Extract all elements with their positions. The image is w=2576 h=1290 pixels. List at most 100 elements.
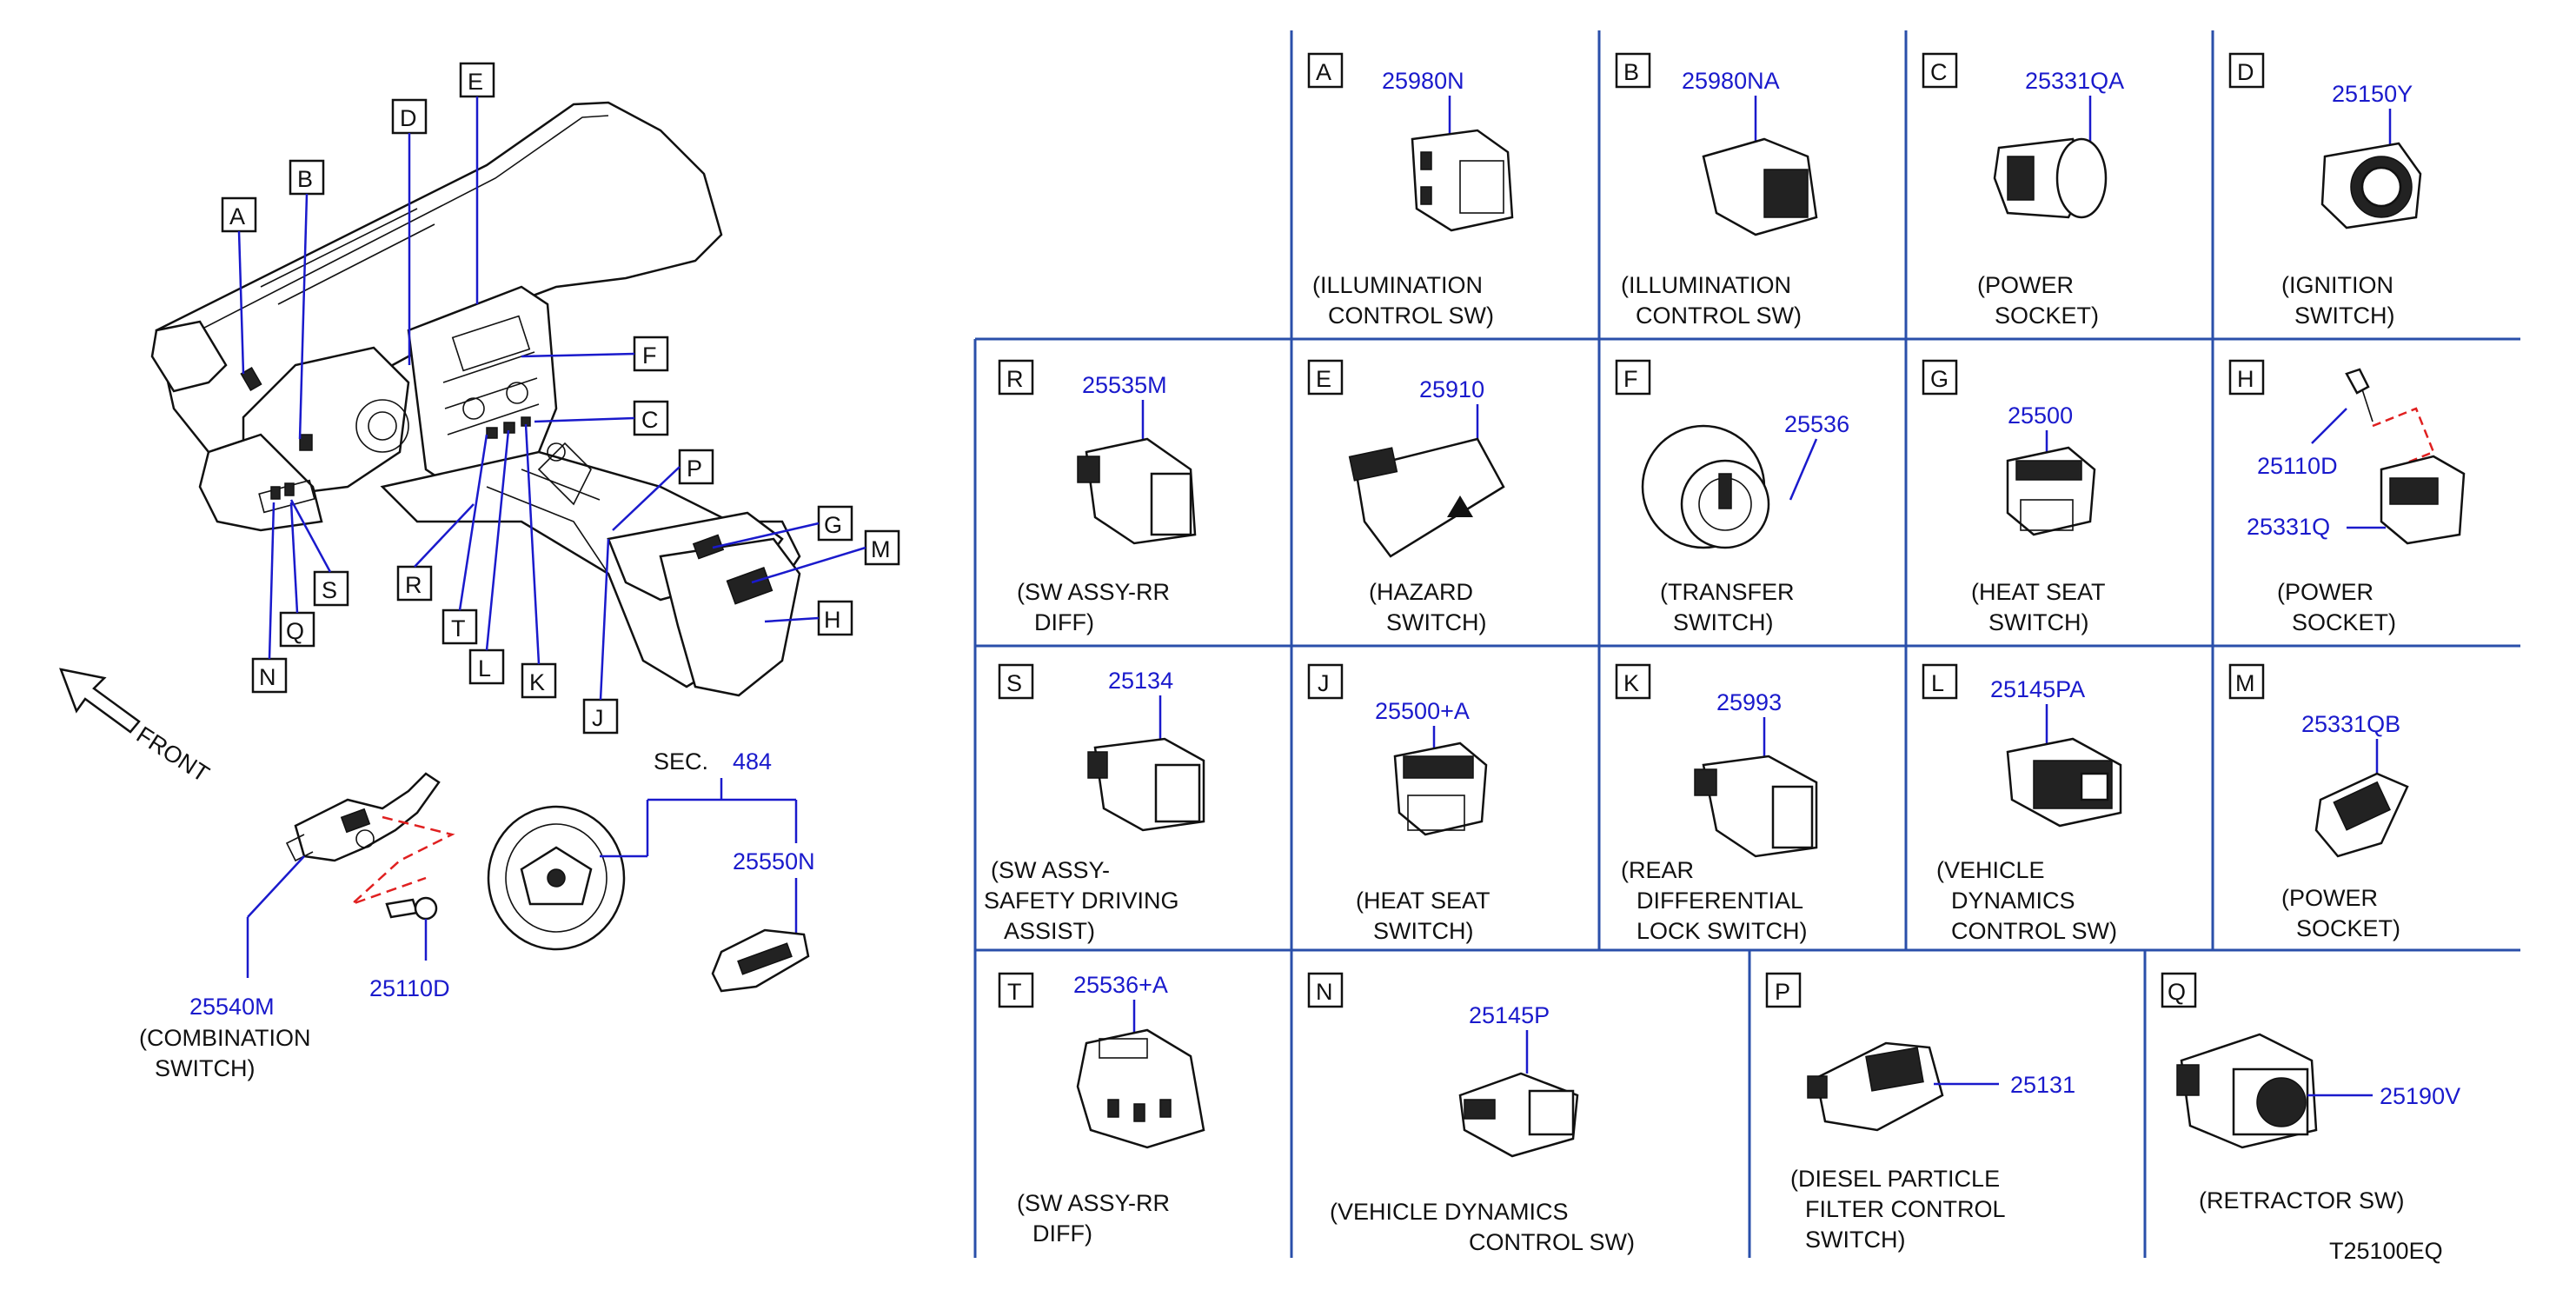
callout-letter-g: G (824, 512, 842, 538)
callout-letter-s: S (322, 577, 337, 603)
callout-letter-r: R (405, 572, 422, 598)
cell-t: T 25536+A (SW ASSY-RR DIFF) (998, 972, 1205, 1247)
cell-l-caption-1: (VEHICLE (1936, 857, 2045, 883)
dashboard-callouts: A B D E F C P G M H (221, 62, 900, 735)
combination-switch-caption-1: (COMBINATION (139, 1025, 311, 1051)
cell-k-letter: K (1623, 670, 1639, 696)
cell-r-caption-2: DIFF) (1034, 609, 1094, 635)
cell-b: B 25980NA (ILLUMINATION CONTROL SW) (1615, 52, 1818, 329)
cell-f-part-number: 25536 (1784, 411, 1849, 437)
callout-box-a (221, 196, 257, 233)
cell-d-caption-2: SWITCH) (2294, 303, 2394, 329)
cell-h-letter: H (2237, 366, 2254, 392)
cell-f-caption-2: SWITCH) (1673, 609, 1773, 635)
cell-s-part-number: 25134 (1108, 668, 1173, 694)
cell-g-part-number: 25500 (2008, 402, 2073, 429)
steering-wheel-illustration (487, 778, 798, 951)
cell-c-caption-2: SOCKET) (1995, 303, 2099, 329)
cell-c-caption-1: (POWER (1977, 272, 2074, 298)
cell-p: P 25131 (DIESEL PARTICLE FILTER CONTROL … (1765, 972, 2075, 1253)
cell-m-caption-1: (POWER (2281, 885, 2378, 911)
dashboard-illustration (150, 101, 801, 697)
cell-d-letter-box (2228, 52, 2265, 89)
cell-j-caption-1: (HEAT SEAT (1356, 888, 1490, 914)
cell-j-letter: J (1318, 670, 1330, 696)
cell-b-letter: B (1623, 59, 1639, 85)
cell-t-caption-2: DIFF) (1032, 1220, 1092, 1247)
callout-letter-t: T (451, 615, 466, 642)
cell-h-caption-2: SOCKET) (2292, 609, 2396, 635)
sec-label: SEC. (654, 748, 708, 775)
callout-letter-c: C (641, 407, 659, 433)
cell-g: G 25500 (HEAT SEAT SWITCH) (1922, 359, 2106, 635)
cell-r-letter-box (998, 359, 1034, 396)
cell-l-caption-2: DYNAMICS (1951, 888, 2075, 914)
callout-letter-d: D (400, 105, 417, 131)
cell-p-caption-2: FILTER CONTROL (1805, 1196, 2006, 1222)
diagram-code: T25100EQ (2329, 1238, 2443, 1264)
callout-letter-k: K (529, 669, 545, 695)
cell-p-caption-1: (DIESEL PARTICLE (1790, 1166, 2000, 1192)
cell-p-part-number: 25131 (2010, 1072, 2075, 1098)
cell-l-letter-box (1922, 663, 1958, 700)
cell-a-caption-2: CONTROL SW) (1328, 303, 1494, 329)
callout-box-s (313, 570, 349, 607)
cell-b-letter-box (1615, 52, 1651, 89)
cell-n-caption-2: CONTROL SW) (1469, 1229, 1635, 1255)
cell-a-letter: A (1316, 59, 1331, 85)
callout-letter-p: P (687, 455, 702, 482)
cell-r-part-number: 25535M (1082, 372, 1167, 398)
cell-e-letter: E (1316, 366, 1331, 392)
cell-m: M 25331QB (POWER SOCKET) (2228, 663, 2409, 941)
cell-q: Q 25190V (RETRACTOR SW) (2161, 972, 2460, 1214)
cell-p-caption-3: SWITCH) (1805, 1227, 1905, 1253)
cell-e-letter-box (1307, 359, 1344, 396)
cell-f-letter-box (1615, 359, 1651, 396)
combination-screw-part-number: 25110D (369, 975, 450, 1001)
callout-letter-n: N (259, 664, 276, 690)
cell-n-letter: N (1316, 979, 1333, 1005)
callout-letter-m: M (871, 536, 891, 562)
callout-box-l (468, 648, 505, 685)
cell-g-letter-box (1922, 359, 1958, 396)
cell-h-letter-box (2228, 359, 2265, 396)
callout-box-m (864, 529, 900, 566)
cell-k-caption-3: LOCK SWITCH) (1637, 918, 1808, 944)
front-arrow-icon (59, 668, 141, 734)
cell-s-letter: S (1006, 670, 1022, 696)
callout-letter-l: L (478, 655, 491, 682)
callout-letter-b: B (297, 166, 313, 192)
callout-letter-q: Q (286, 618, 304, 644)
cell-t-caption-1: (SW ASSY-RR (1017, 1190, 1170, 1216)
cell-l-caption-3: CONTROL SW) (1951, 918, 2117, 944)
cell-e: E 25910 (HAZARD SWITCH) (1307, 359, 1505, 635)
cell-g-caption-1: (HEAT SEAT (1971, 579, 2106, 605)
cell-t-letter: T (1007, 979, 1022, 1005)
cell-c-letter: C (1930, 59, 1948, 85)
cell-d-letter: D (2237, 59, 2254, 85)
cell-s-caption-2: SAFETY DRIVING (984, 888, 1179, 914)
cell-k-caption-1: (REAR (1621, 857, 1694, 883)
callout-box-h (817, 600, 853, 636)
steering-switch-illustration (711, 928, 810, 993)
cell-f-caption-1: (TRANSFER (1660, 579, 1795, 605)
cell-r: R 25535M (SW ASSY-RR DIFF) (998, 359, 1197, 635)
cell-e-caption-2: SWITCH) (1386, 609, 1486, 635)
parts-grid-lines (973, 30, 2520, 1258)
cell-d: D 25150Y (IGNITION SWITCH) (2228, 52, 2422, 329)
cell-q-letter: Q (2168, 979, 2186, 1005)
cell-j-caption-2: SWITCH) (1373, 918, 1473, 944)
callout-letter-h: H (824, 607, 841, 633)
cell-h: H 25110D 25331Q (POWER SOCKET) (2228, 359, 2466, 635)
cell-q-part-number: 25190V (2380, 1083, 2460, 1109)
cell-a: A 25980N (ILLUMINATION CONTROL SW) (1307, 52, 1514, 329)
cell-k: K 25993 (REAR DIFFERENTIAL LOCK SWITCH) (1615, 663, 1818, 944)
cell-n: N 25145P (VEHICLE DYNAMICS CONTROL SW) (1307, 972, 1635, 1255)
cell-s: S 25134 (SW ASSY- SAFETY DRIVING ASSIST) (984, 663, 1205, 944)
cell-l-letter: L (1931, 670, 1944, 696)
cell-b-part-number: 25980NA (1682, 68, 1780, 94)
cell-c-part-number: 25331QA (2025, 68, 2124, 94)
cell-s-caption-3: ASSIST) (1004, 918, 1095, 944)
cell-e-caption-1: (HAZARD (1369, 579, 1473, 605)
